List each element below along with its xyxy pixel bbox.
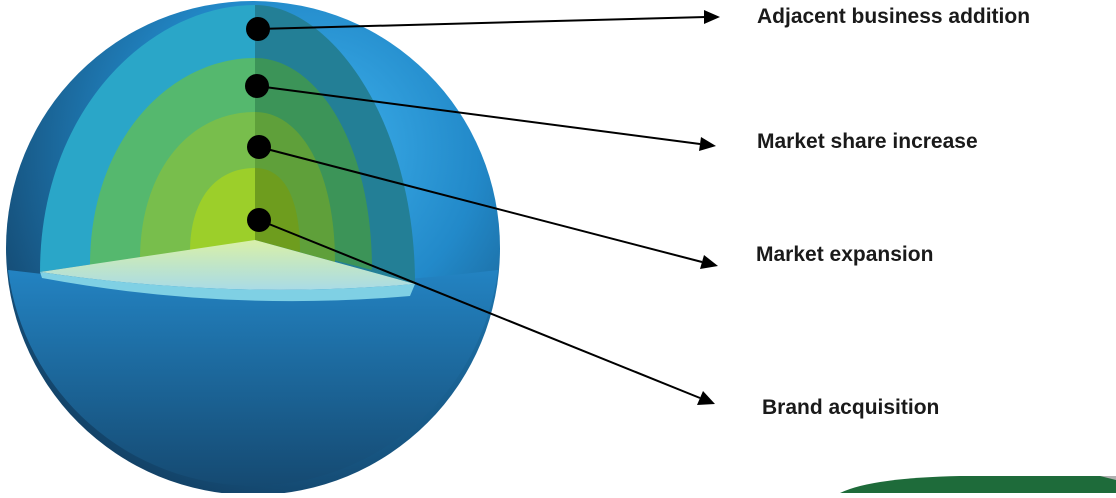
label-adjacent-business-addition: Adjacent business addition: [757, 5, 1030, 29]
arrowhead-adjacent-icon: [704, 10, 720, 24]
corner-band: [840, 476, 1116, 493]
marker-brand: [247, 208, 271, 232]
arrowhead-expansion-icon: [700, 255, 718, 269]
marker-adjacent: [246, 17, 270, 41]
label-brand-acquisition: Brand acquisition: [762, 396, 939, 420]
marker-share: [245, 74, 269, 98]
label-market-share-increase: Market share increase: [757, 130, 978, 154]
sphere-lower-half: [8, 270, 498, 486]
arrowhead-share-icon: [699, 137, 716, 151]
marker-expansion: [247, 135, 271, 159]
label-market-expansion: Market expansion: [756, 243, 933, 267]
